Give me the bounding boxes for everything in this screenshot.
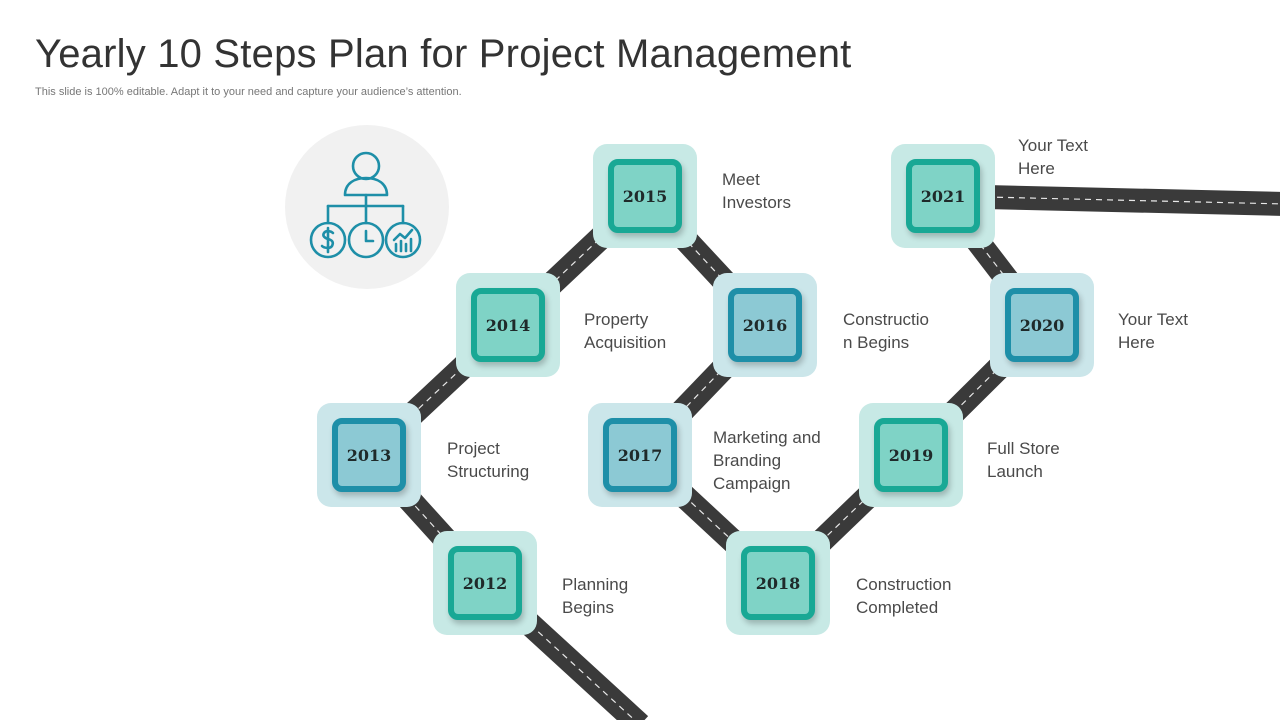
step-node-2021: 2021 (891, 144, 995, 248)
step-node-2012: 2012 (433, 531, 537, 635)
step-description-line: Your Text (1118, 310, 1188, 329)
step-description-line: Branding (713, 451, 782, 470)
year-box: 2016 (728, 288, 802, 362)
year-box: 2020 (1005, 288, 1079, 362)
year-box: 2013 (332, 418, 406, 492)
step-description-line: Here (1018, 159, 1055, 178)
step-node-2015: 2015 (593, 144, 697, 248)
year-box: 2015 (608, 159, 682, 233)
step-node-2018: 2018 (726, 531, 830, 635)
step-description-line: Planning (562, 575, 629, 594)
year-box: 2012 (448, 546, 522, 620)
step-description-line: Constructio (843, 310, 929, 329)
year-label: 2012 (462, 573, 508, 593)
icon-circle (285, 125, 449, 289)
step-description-line: Begins (562, 598, 614, 617)
step-description-line: Acquisition (584, 333, 667, 352)
year-label: 2021 (920, 186, 966, 206)
step-description-line: Investors (722, 193, 791, 212)
year-box: 2021 (906, 159, 980, 233)
year-label: 2013 (346, 445, 392, 465)
step-description-line: Property (584, 310, 649, 329)
step-description-line: Launch (987, 462, 1043, 481)
step-node-2016: 2016 (713, 273, 817, 377)
step-node-2019: 2019 (859, 403, 963, 507)
step-description-line: Full Store (987, 439, 1060, 458)
year-label: 2015 (622, 186, 668, 206)
step-node-2013: 2013 (317, 403, 421, 507)
step-description-line: Campaign (713, 474, 791, 493)
year-box: 2017 (603, 418, 677, 492)
year-label: 2016 (742, 315, 788, 335)
step-description-line: n Begins (843, 333, 910, 352)
step-description-line: Structuring (447, 462, 530, 481)
step-description-line: Here (1118, 333, 1155, 352)
step-description: Constructio n Begins (843, 308, 929, 354)
year-box: 2014 (471, 288, 545, 362)
step-description-line: Completed (856, 598, 939, 617)
year-label: 2020 (1019, 315, 1065, 335)
year-label: 2014 (485, 315, 531, 335)
step-description-line: Construction (856, 575, 952, 594)
step-description-line: Meet (722, 170, 760, 189)
year-box: 2019 (874, 418, 948, 492)
step-description-line: Your Text (1018, 136, 1088, 155)
year-label: 2019 (888, 445, 934, 465)
org-chart-icon (309, 151, 422, 259)
step-node-2014: 2014 (456, 273, 560, 377)
year-label: 2018 (755, 573, 801, 593)
year-label: 2017 (617, 445, 663, 465)
step-node-2017: 2017 (588, 403, 692, 507)
step-description-line: Project (447, 439, 500, 458)
slide-subtitle: This slide is 100% editable. Adapt it to… (35, 86, 462, 98)
step-description-line: Marketing and (713, 428, 821, 447)
year-box: 2018 (741, 546, 815, 620)
step-node-2020: 2020 (990, 273, 1094, 377)
slide-title: Yearly 10 Steps Plan for Project Managem… (35, 32, 852, 76)
